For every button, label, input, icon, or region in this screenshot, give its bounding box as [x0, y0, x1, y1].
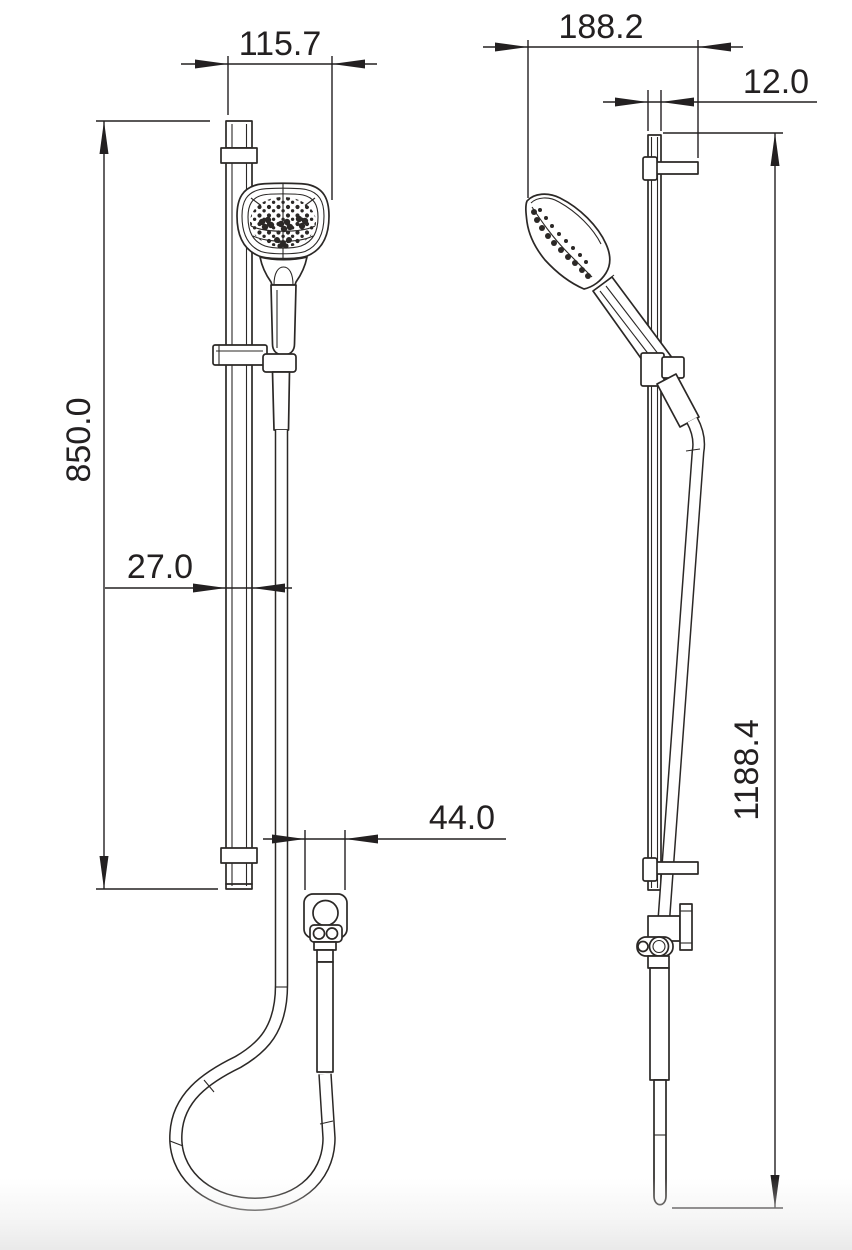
- arrow-right-icon: [495, 42, 528, 52]
- arrow-left-icon: [252, 583, 285, 593]
- side-bottom-bracket: [642, 857, 699, 882]
- dim-depth: 188.2: [483, 8, 743, 198]
- arrow-right-icon: [195, 59, 228, 69]
- outlet-hose-ribbed-side: [649, 967, 670, 1081]
- dim-outlet-width: 44.0: [263, 799, 506, 890]
- side-top-bracket: [642, 156, 699, 181]
- dim-label-rail-depth: 12.0: [743, 63, 809, 101]
- side-view: [525, 134, 706, 1206]
- dim-label-rail-width: 27.0: [127, 548, 193, 586]
- handle-holder: [262, 353, 297, 373]
- arrow-left-icon: [332, 59, 365, 69]
- side-rail: [647, 134, 662, 891]
- outlet-hose-ribbed: [316, 961, 334, 1073]
- dim-label-outlet-width: 44.0: [429, 799, 495, 837]
- outlet-plate-side: [679, 903, 693, 951]
- dim-rail-width: 27.0: [105, 548, 292, 593]
- side-handshower: [525, 193, 700, 428]
- hose-collar-ribbed: [271, 371, 291, 431]
- arrow-right-icon: [193, 583, 226, 593]
- shower-handle-front: [270, 284, 297, 356]
- arrow-up-icon: [770, 133, 780, 166]
- outlet-port: [312, 899, 339, 927]
- arrow-left-icon: [345, 834, 378, 844]
- arrow-up-icon: [99, 121, 109, 154]
- dim-label-overall-height: 1188.4: [728, 719, 766, 820]
- arrow-left-icon: [661, 97, 694, 107]
- arrow-right-icon: [272, 834, 305, 844]
- arrow-down-icon: [99, 856, 109, 889]
- rail-bottom-bracket: [220, 847, 258, 864]
- dim-label-front-width: 115.7: [239, 25, 322, 63]
- shower-neck: [259, 256, 308, 286]
- front-handshower: [236, 182, 330, 431]
- arrow-left-icon: [698, 42, 731, 52]
- front-slider: [212, 344, 268, 366]
- spray-face-side-dots: [531, 208, 591, 279]
- dim-label-depth: 188.2: [558, 8, 643, 46]
- side-hose: [657, 416, 706, 918]
- slider-clamp-side: [640, 352, 665, 387]
- spray-clusters: [258, 215, 309, 249]
- front-view: [169, 120, 348, 1211]
- front-wall-outlet: [303, 893, 348, 1073]
- dim-rail-depth: 12.0: [603, 63, 817, 131]
- rail-top-bracket: [220, 147, 258, 164]
- arrow-right-icon: [615, 97, 648, 107]
- dim-front-width: 115.7: [181, 25, 377, 200]
- dim-label-rail-length: 850.0: [60, 397, 98, 482]
- rail-tube-side: [647, 134, 662, 891]
- hose-collar-ribbed-side: [656, 373, 700, 428]
- dim-rail-length: 850.0: [60, 120, 218, 890]
- side-wall-outlet: [636, 903, 693, 1206]
- bottom-fade: [0, 1178, 852, 1250]
